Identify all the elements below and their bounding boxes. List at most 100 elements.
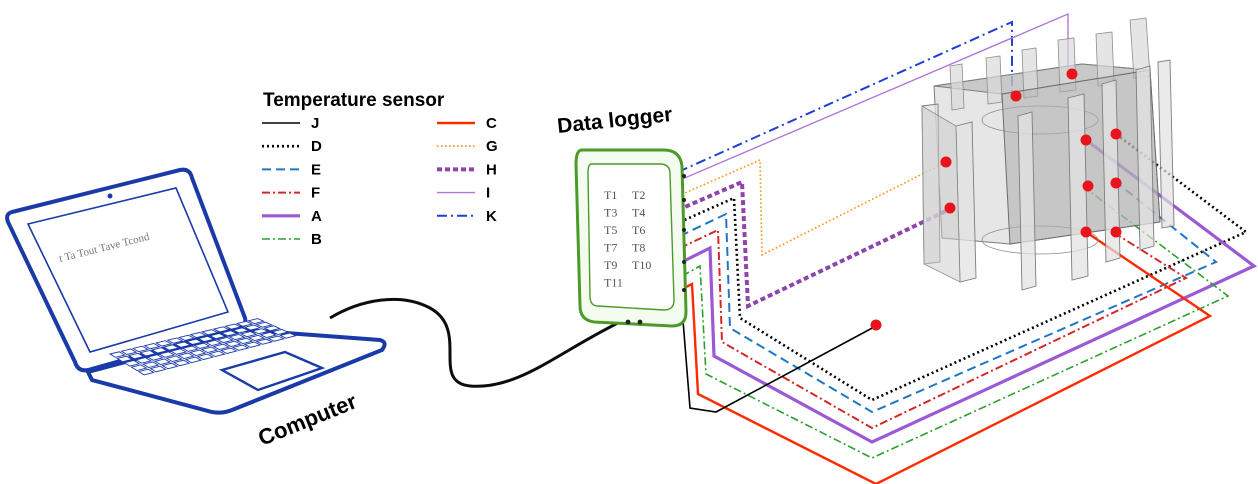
channel-T3: T3 xyxy=(604,206,617,220)
legend-label-D: D xyxy=(311,138,322,155)
keyboard-key xyxy=(172,359,191,367)
wire-E xyxy=(679,181,1218,414)
keyboard-key xyxy=(259,331,278,338)
wire-J xyxy=(681,307,877,413)
keyboard-key xyxy=(208,350,226,358)
legend-label-K: K xyxy=(486,208,497,225)
keyboard-key xyxy=(270,328,290,335)
keyboard-key xyxy=(149,365,167,373)
legend-item-I: I xyxy=(437,185,490,202)
computer-label: Computer xyxy=(255,388,361,450)
legend-item-H: H xyxy=(437,161,497,178)
keyboard-key xyxy=(189,331,208,339)
legend-item-G: G xyxy=(437,138,498,155)
legend-item-E: E xyxy=(262,161,321,178)
keyboard-key xyxy=(231,344,250,351)
keyboard-key xyxy=(243,341,262,348)
logger-title: Data logger xyxy=(556,103,673,138)
sensor-points xyxy=(870,68,1122,331)
wire-C xyxy=(683,231,1213,484)
sensor-dot-E xyxy=(1110,177,1122,189)
keyboard-key xyxy=(216,336,235,344)
channel-T1: T1 xyxy=(604,188,617,202)
keyboard-key xyxy=(200,346,219,353)
keyboard-key xyxy=(139,349,157,357)
logger-connectors xyxy=(625,174,686,325)
legend-item-B: B xyxy=(262,231,322,248)
keyboard-key xyxy=(267,335,286,342)
legend-title: Temperature sensor xyxy=(263,90,445,111)
keyboard xyxy=(108,318,297,376)
keyboard-key xyxy=(228,333,246,341)
legend-item-K: K xyxy=(437,208,497,225)
keyboard-key xyxy=(262,325,282,332)
wire-D xyxy=(679,132,1249,402)
keyboard-key xyxy=(153,358,172,365)
wire-B xyxy=(681,189,1230,459)
legend-label-I: I xyxy=(486,185,490,202)
laptop: t Ta Tout Tave Tcond Computer xyxy=(5,167,387,451)
sensor-dot-B xyxy=(1082,180,1094,192)
keyboard-key xyxy=(146,354,164,361)
keyboard-key xyxy=(166,337,184,344)
storage-tank-assembly xyxy=(921,17,1175,291)
keyboard-key xyxy=(188,349,207,356)
wire-H xyxy=(677,179,949,310)
legend-label-F: F xyxy=(311,185,320,202)
keyboard-key xyxy=(120,348,138,355)
wire-G xyxy=(677,158,947,257)
keyboard-key xyxy=(162,344,180,351)
legend-label-E: E xyxy=(311,161,321,178)
sensor-dot-I xyxy=(1066,68,1078,80)
channel-T2: T2 xyxy=(632,188,645,202)
channel-T6: T6 xyxy=(632,223,645,237)
wire-A xyxy=(681,138,1258,444)
sensor-dot-D xyxy=(1110,128,1122,140)
keyboard-key xyxy=(158,351,176,358)
keyboard-key xyxy=(196,353,215,361)
keyboard-key xyxy=(255,321,274,328)
wire-F xyxy=(679,228,1189,430)
usb-cable xyxy=(329,297,629,388)
keyboard-key xyxy=(220,330,239,337)
channel-T9: T9 xyxy=(604,258,617,272)
keyboard-key xyxy=(255,338,274,345)
legend-item-D: D xyxy=(262,138,322,155)
legend-label-A: A xyxy=(311,208,322,225)
channel-T10: T10 xyxy=(632,258,651,272)
keyboard-key xyxy=(197,335,215,343)
keyboard-key xyxy=(201,329,219,336)
keyboard-key xyxy=(123,360,141,367)
legend-item-J: J xyxy=(262,115,319,132)
legend-label-H: H xyxy=(486,161,497,178)
keyboard-key xyxy=(143,342,161,350)
keyboard-key xyxy=(116,355,134,363)
keyboard-key xyxy=(251,328,270,335)
sensor-dot-C xyxy=(1080,226,1092,238)
keyboard-key xyxy=(184,356,203,364)
keyboard-key xyxy=(181,345,199,352)
channel-T7: T7 xyxy=(604,241,617,255)
keyboard-key xyxy=(169,348,188,355)
keyboard-key xyxy=(235,320,254,327)
sensor-dot-A xyxy=(1080,134,1092,146)
side-plate xyxy=(921,105,961,283)
channel-T11: T11 xyxy=(604,276,623,290)
legend-item-A: A xyxy=(262,208,322,225)
keyboard-key xyxy=(131,345,150,353)
keyboard-key xyxy=(208,333,227,340)
legend-label-C: C xyxy=(486,115,497,132)
keyboard-key xyxy=(239,331,258,338)
keyboard-key xyxy=(220,347,238,354)
keyboard-key xyxy=(177,334,196,341)
keyboard-key xyxy=(150,347,169,354)
sensor-wires xyxy=(677,12,1258,484)
legend-label-J: J xyxy=(311,115,319,132)
keyboard-key xyxy=(212,343,231,350)
keyboard-key xyxy=(235,337,254,344)
keyboard-key xyxy=(177,352,195,359)
laptop-screen xyxy=(26,187,230,353)
